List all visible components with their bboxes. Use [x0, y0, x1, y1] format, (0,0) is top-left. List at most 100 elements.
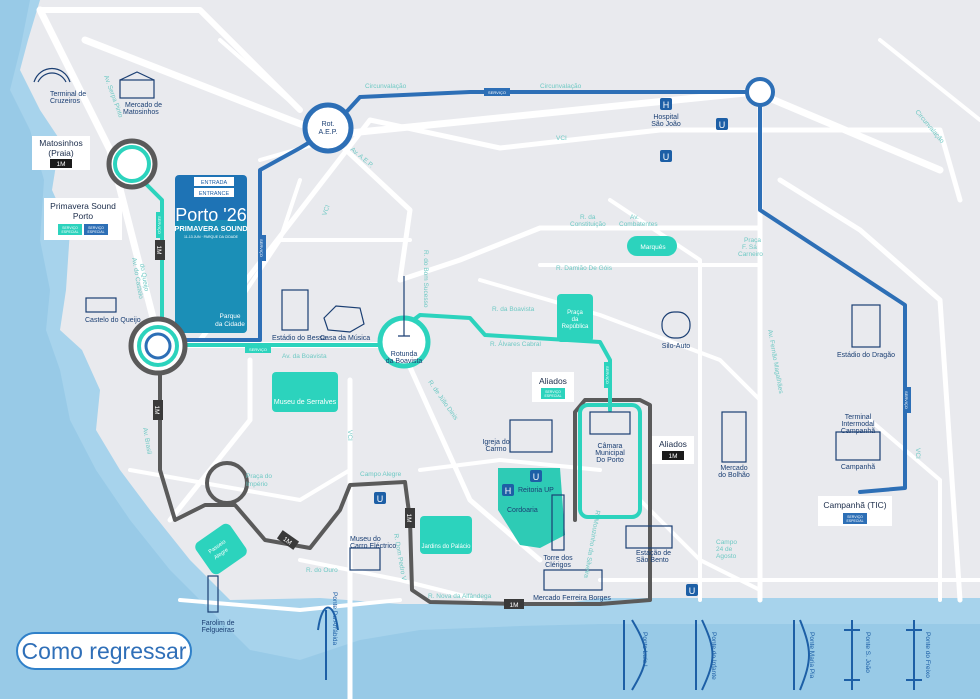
- svg-text:1M: 1M: [56, 161, 65, 168]
- svg-text:Agosto: Agosto: [716, 553, 737, 560]
- monument-icon: [398, 276, 410, 337]
- svg-text:São Bento: São Bento: [636, 557, 669, 564]
- svg-text:Aliados: Aliados: [659, 439, 687, 449]
- stop-primavera[interactable]: Primavera Sound Porto SERVIÇO ESPECIAL S…: [44, 198, 122, 240]
- svg-text:Carmo: Carmo: [485, 446, 506, 453]
- svg-text:Ponte Luís I: Ponte Luís I: [641, 632, 648, 667]
- carro-icon: [349, 547, 381, 571]
- svg-text:SERVIÇO: SERVIÇO: [249, 347, 267, 352]
- svg-text:SERVIÇO: SERVIÇO: [847, 515, 863, 519]
- svg-text:Museu de Serralves: Museu de Serralves: [274, 399, 337, 406]
- svg-text:República: República: [562, 324, 589, 330]
- svg-text:ENTRANCE: ENTRANCE: [199, 191, 230, 197]
- como-regressar-button[interactable]: Como regressar: [16, 632, 192, 670]
- svg-text:Felgueiras: Felgueiras: [202, 627, 235, 634]
- cruise-terminal-icon: [33, 67, 71, 83]
- stop-aliados-1m[interactable]: Aliados 1M: [652, 436, 694, 464]
- svg-text:ESPECIAL: ESPECIAL: [87, 230, 104, 234]
- landmark-labels: Terminal de Cruzeiros Mercado de Matosin…: [50, 91, 895, 634]
- svg-text:R. Álvares Cabral: R. Álvares Cabral: [490, 339, 541, 348]
- svg-text:Municipal: Municipal: [595, 450, 625, 457]
- svg-text:ESPECIAL: ESPECIAL: [61, 230, 78, 234]
- metro-icon: [660, 150, 672, 162]
- svg-text:do Bolhão: do Bolhão: [718, 472, 750, 479]
- svg-text:Torre dos: Torre dos: [543, 555, 573, 562]
- svg-text:Carro Eléctrico: Carro Eléctrico: [350, 543, 396, 550]
- svg-text:ENTRADA: ENTRADA: [201, 180, 228, 186]
- carmo-icon: [509, 419, 553, 453]
- roundabout-aep: [302, 102, 354, 154]
- stop-matosinhos[interactable]: Matosinhos (Praia) 1M: [32, 136, 90, 170]
- svg-text:Estádio do Bessa: Estádio do Bessa: [272, 335, 327, 342]
- badge-special: SERVIÇO: [484, 88, 510, 96]
- svg-text:R. do Bom Sucesso: R. do Bom Sucesso: [422, 250, 429, 308]
- passeio-box: [195, 523, 247, 575]
- svg-text:São João: São João: [651, 121, 681, 128]
- svg-text:Reitoria UP: Reitoria UP: [518, 487, 554, 494]
- svg-text:da Boavista: da Boavista: [386, 358, 423, 365]
- poi-icons: H U U U U H U: [374, 98, 728, 596]
- marques-box: [627, 236, 677, 256]
- svg-text:Silo-Auto: Silo-Auto: [662, 343, 691, 350]
- svg-text:SERVIÇO: SERVIÇO: [545, 390, 561, 394]
- badge-special: SERVIÇO: [156, 212, 164, 238]
- svg-text:Praça: Praça: [744, 237, 761, 244]
- badge-special: SERVIÇO: [604, 362, 612, 388]
- bolhao-icon: [721, 411, 747, 463]
- svg-text:1M: 1M: [405, 513, 412, 522]
- bridges: [317, 606, 922, 691]
- svg-text:Hospital: Hospital: [653, 114, 679, 121]
- svg-text:Campanhã: Campanhã: [841, 464, 875, 471]
- svg-text:VCI: VCI: [914, 448, 921, 459]
- svg-text:Terminal: Terminal: [845, 414, 872, 421]
- svg-text:Clérigos: Clérigos: [545, 562, 571, 569]
- badge-1m: 1M: [405, 508, 415, 528]
- svg-text:Av. da Boavista: Av. da Boavista: [282, 353, 327, 360]
- svg-text:Cruzeiros: Cruzeiros: [50, 98, 80, 105]
- castle-icon: [85, 297, 117, 313]
- svg-text:Intermodal: Intermodal: [841, 421, 875, 428]
- svg-text:Ponte S. João: Ponte S. João: [864, 632, 871, 673]
- entrance-badge: [194, 177, 234, 186]
- svg-text:Mercado: Mercado: [720, 465, 747, 472]
- svg-text:Igreja do: Igreja do: [482, 439, 509, 446]
- badge-1m: 1M: [153, 400, 163, 420]
- svg-text:Circunvalação: Circunvalação: [365, 83, 407, 90]
- svg-text:SERVIÇO: SERVIÇO: [605, 366, 610, 384]
- svg-text:SERVIÇO: SERVIÇO: [88, 226, 104, 230]
- svg-text:11-13 JUN · PARQUE DA CIDADE: 11-13 JUN · PARQUE DA CIDADE: [184, 235, 239, 239]
- svg-text:U: U: [689, 586, 696, 596]
- svg-text:Combatentes: Combatentes: [619, 221, 658, 228]
- svg-text:F. Sá: F. Sá: [742, 244, 757, 251]
- svg-text:U: U: [377, 494, 384, 504]
- svg-text:ESPECIAL: ESPECIAL: [846, 519, 863, 523]
- svg-text:Matosinhos: Matosinhos: [123, 109, 159, 116]
- svg-text:Estádio do Dragão: Estádio do Dragão: [837, 352, 895, 359]
- serralves-box: [272, 372, 338, 412]
- svg-text:Parque: Parque: [220, 313, 241, 320]
- road-network: [36, 6, 980, 699]
- stadium-icon: [281, 289, 309, 331]
- svg-text:SERVIÇO: SERVIÇO: [904, 391, 909, 409]
- svg-text:do Queijo: do Queijo: [138, 263, 150, 292]
- badge-1m: 1M: [276, 530, 300, 550]
- svg-text:Praça: Praça: [567, 310, 583, 316]
- svg-text:1M: 1M: [153, 405, 160, 414]
- badge-special: SERVIÇO: [258, 235, 266, 261]
- stop-campanha[interactable]: Campanhã (TIC) SERVIÇO ESPECIAL: [818, 496, 892, 526]
- entrance-badge: [194, 188, 234, 197]
- svg-text:da: da: [572, 317, 579, 323]
- svg-text:1M: 1M: [281, 536, 292, 547]
- sao-bento-icon: [625, 525, 673, 549]
- svg-text:SERVIÇO: SERVIÇO: [259, 239, 264, 257]
- casa-musica-icon: [323, 305, 365, 333]
- svg-text:Ponte do Infante: Ponte do Infante: [710, 632, 717, 680]
- svg-text:Império: Império: [246, 481, 268, 488]
- svg-text:VCI: VCI: [346, 430, 353, 441]
- lighthouse-icon: [207, 575, 219, 613]
- svg-text:(Praia): (Praia): [48, 148, 74, 158]
- metro-icon: [716, 118, 728, 130]
- stop-aliados-special[interactable]: Aliados SERVIÇO ESPECIAL: [532, 372, 574, 402]
- cordoaria-park: [498, 468, 565, 548]
